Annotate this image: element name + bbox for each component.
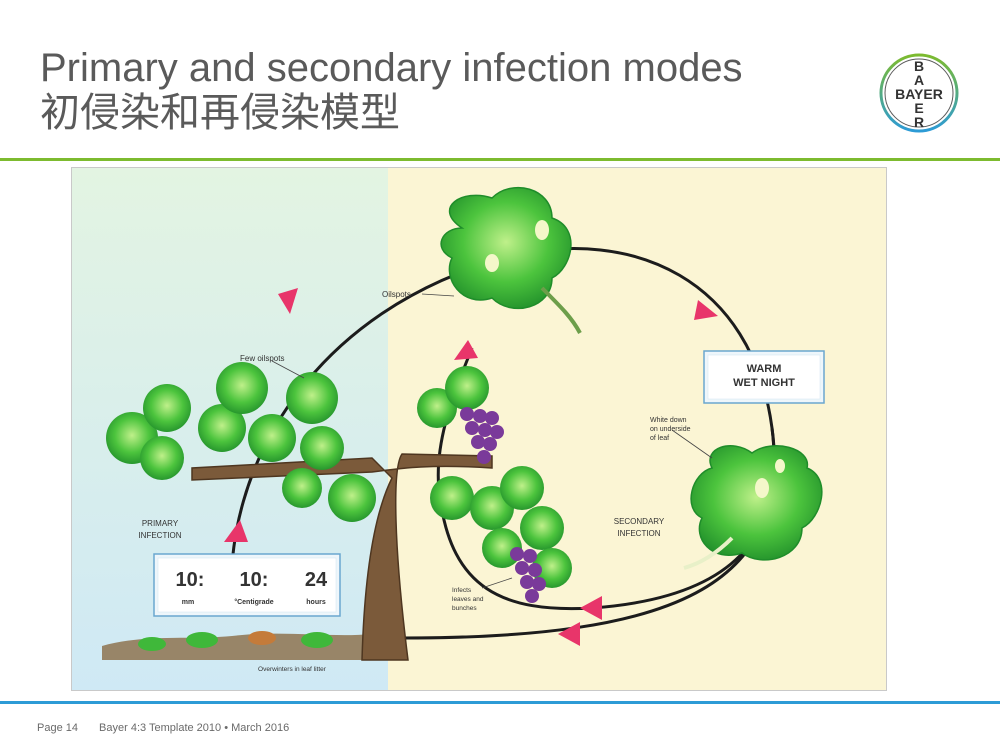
infection-cycle-diagram: Oilspots Few oilspots WARM WET NIGHT Whi… (71, 167, 887, 691)
page-number: Page 14 (37, 722, 78, 734)
label-warm: WARM (747, 363, 782, 375)
arrow-top-left (278, 288, 298, 314)
label-few-oilspots: Few oilspots (240, 354, 284, 363)
rule-value-temp: 10: (240, 569, 269, 591)
arrow-up-primary (224, 520, 248, 542)
title-chinese: 初侵染和再侵染模型 (40, 91, 400, 135)
vine-trunk (191, 453, 493, 661)
ten-ten-twentyfour-rule-box: 10: 10: 24 mm °Centigrade hours (153, 553, 341, 617)
slide-title: Primary and secondary infection modes 初侵… (40, 46, 860, 136)
footer-divider (0, 701, 1000, 704)
primary-vine-canopy (106, 362, 376, 522)
label-infects-1: Infects (452, 587, 472, 594)
label-infects-2: leaves and (452, 596, 484, 603)
label-secondary-2: INFECTION (617, 529, 660, 538)
label-white-down-1: White down (650, 417, 687, 424)
litter-leaf (301, 632, 333, 648)
secondary-vine-canopy (417, 366, 572, 588)
svg-text:E: E (914, 100, 923, 116)
grape-bunch-bottom (510, 547, 546, 603)
slide-footer: Page 14 Bayer 4:3 Template 2010 • March … (37, 722, 307, 734)
svg-text:B: B (914, 58, 924, 74)
white-down-leaf (683, 445, 823, 570)
label-overwinters: Overwinters in leaf litter (258, 666, 327, 673)
oilspot-leaf (440, 187, 582, 334)
label-primary-1: PRIMARY (142, 519, 179, 528)
litter-leaf (186, 632, 218, 648)
label-white-down-3: of leaf (650, 435, 669, 442)
svg-text:R: R (914, 114, 924, 130)
label-primary-2: INFECTION (138, 531, 181, 540)
svg-text:A: A (914, 72, 924, 88)
svg-text:BAYER: BAYER (895, 86, 943, 102)
label-wet-night: WET NIGHT (733, 377, 795, 389)
rule-value-hours: 24 (305, 569, 328, 591)
diagram-canvas: Oilspots Few oilspots WARM WET NIGHT Whi… (72, 168, 886, 690)
header-divider (0, 158, 1000, 161)
arrow-return-1 (580, 596, 602, 620)
label-secondary-1: SECONDARY (614, 517, 665, 526)
rule-unit-mm: mm (182, 599, 194, 606)
grape-bunch-top (460, 407, 504, 464)
litter-leaf (248, 631, 276, 645)
arrow-mid-up (454, 340, 478, 360)
label-infects-3: bunches (452, 605, 477, 612)
rule-value-rain: 10: (176, 569, 205, 591)
title-english: Primary and secondary infection modes (40, 46, 743, 90)
leader-lines (271, 293, 713, 589)
label-white-down-2: on underside (650, 426, 691, 433)
arrow-top-right (694, 300, 718, 320)
template-label: Bayer 4:3 Template 2010 • March 2016 (99, 722, 290, 734)
litter-leaf (138, 637, 166, 651)
cycle-arrows (224, 288, 718, 646)
arrow-return-2 (558, 622, 580, 646)
label-oilspots: Oilspots (382, 290, 411, 299)
rule-unit-hours: hours (306, 599, 326, 606)
rule-unit-centigrade: °Centigrade (234, 598, 273, 606)
bayer-logo: B A BAYER E R (879, 53, 959, 133)
